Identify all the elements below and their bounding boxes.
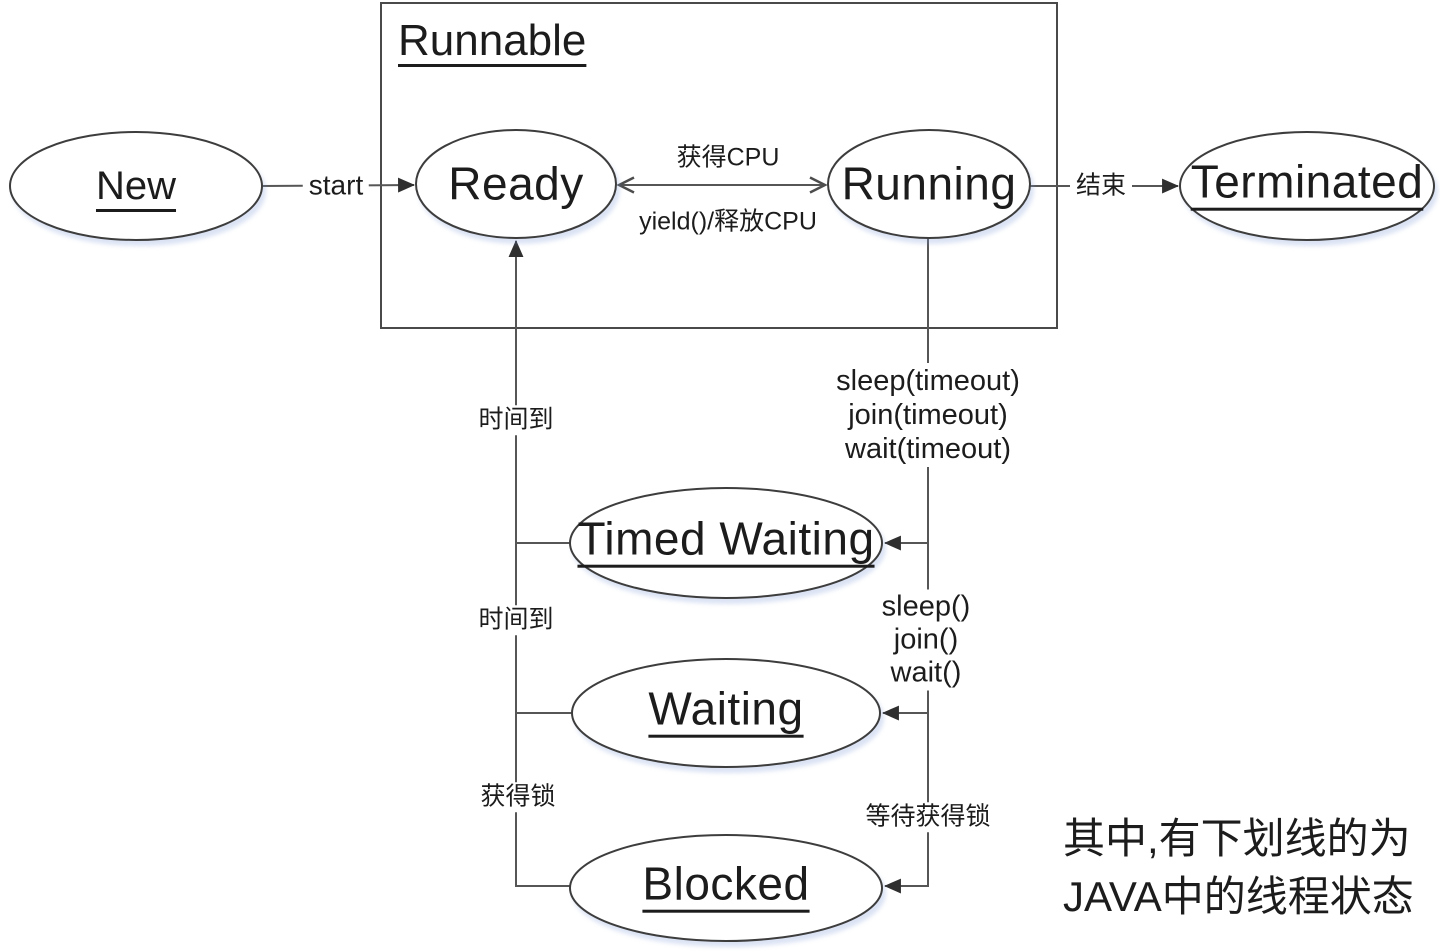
edge-label-wait-timeout: wait(timeout): [845, 433, 1011, 465]
connector-lines: [261, 185, 1180, 894]
ellipse-blocked: [569, 834, 883, 942]
edge-label-end: 结束: [1069, 171, 1133, 201]
ellipse-ready: [415, 129, 617, 239]
edge-label-timeout-calls: sleep(timeout) join(timeout) wait(timeou…: [830, 363, 1026, 467]
note-line-2: JAVA中的线程状态: [1063, 873, 1414, 920]
ellipse-running: [827, 129, 1031, 239]
ellipse-waiting: [571, 658, 881, 768]
edge-label-time-up-2: 时间到: [472, 605, 560, 635]
ellipse-timed-waiting: [569, 487, 883, 599]
state-label-new: New: [95, 164, 177, 208]
state-label-blocked: Blocked: [642, 857, 810, 910]
edge-right-down-line: [883, 238, 929, 894]
runnable-box-title: Runnable: [398, 16, 587, 65]
ellipse-terminated: [1179, 131, 1435, 241]
edge-label-wait: wait(): [890, 656, 962, 689]
edge-label-sleep-timeout: sleep(timeout): [836, 365, 1020, 397]
state-label-running: Running: [841, 157, 1017, 210]
edge-label-sleep: sleep(): [881, 590, 971, 623]
note-line-1: 其中,有下划线的为: [1063, 815, 1411, 862]
edge-label-acquire-lock: 获得锁: [474, 782, 562, 812]
underline-note: 其中,有下划线的为 JAVA中的线程状态: [1063, 810, 1414, 926]
ellipse-new: [9, 131, 263, 241]
edge-label-acquire-cpu: 获得CPU: [676, 143, 780, 172]
edge-label-wait-acquire-lock: 等待获得锁: [859, 802, 997, 832]
edge-left-return-line: [508, 239, 570, 887]
state-label-terminated: Terminated: [1190, 155, 1424, 208]
edge-label-yield-release-cpu: yield()/释放CPU: [639, 207, 817, 236]
edge-label-join: join(): [893, 623, 959, 656]
state-label-timed-waiting: Timed Waiting: [577, 512, 875, 565]
edge-label-wait-calls: sleep() join() wait(): [875, 589, 977, 691]
runnable-box: [380, 2, 1058, 329]
edge-label-join-timeout: join(timeout): [848, 399, 1008, 431]
state-ellipses: [9, 129, 1435, 942]
edge-label-start: start: [302, 169, 370, 203]
state-label-ready: Ready: [448, 157, 584, 210]
state-label-waiting: Waiting: [648, 682, 804, 735]
edge-label-time-up-1: 时间到: [472, 405, 560, 435]
